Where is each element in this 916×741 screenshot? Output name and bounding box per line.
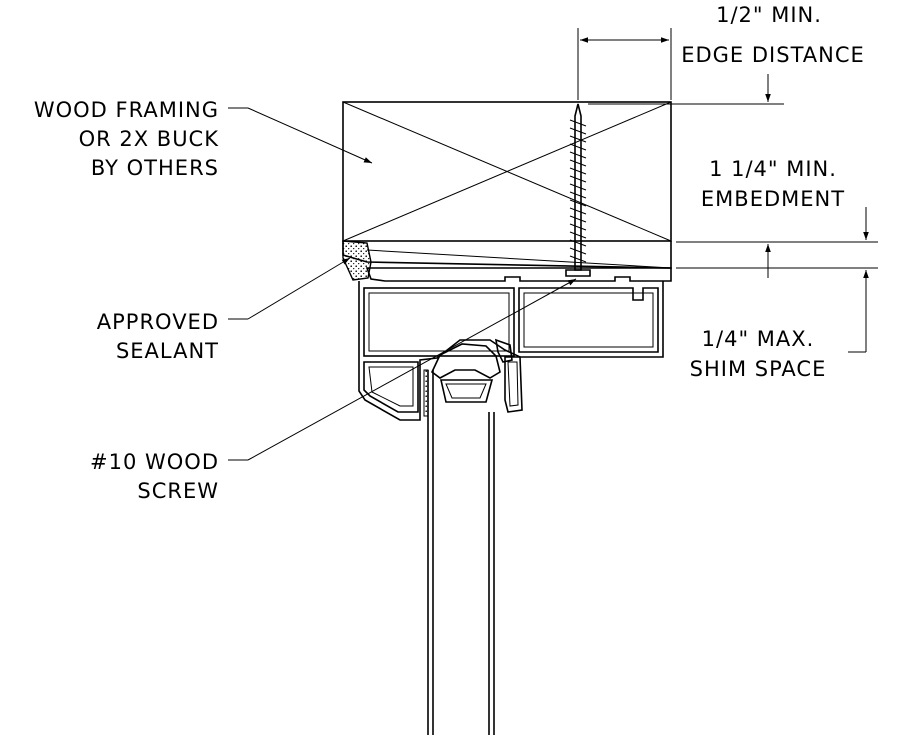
sealant-label-line-1: APPROVED [97, 310, 219, 334]
shim-space-label: 1/4" MAX. SHIM SPACE [690, 327, 827, 381]
edge-distance-label-line-2: EDGE DISTANCE [681, 43, 865, 67]
screw-label-line-1: #10 WOOD [90, 450, 219, 474]
sealant-label-line-2: SEALANT [116, 339, 219, 363]
shim-space-dimension [676, 267, 878, 353]
wood-framing-label-line-1: WOOD FRAMING [34, 98, 219, 122]
wood-framing-block [342, 101, 672, 269]
wood-framing-label-line-3: BY OTHERS [91, 156, 219, 180]
wood-screw [565, 103, 591, 277]
edge-distance-label: 1/2" MIN. EDGE DISTANCE [681, 3, 865, 67]
edge-distance-dimension [577, 28, 672, 100]
glazing-unit [423, 369, 495, 735]
sealant-leader-arrow [247, 257, 351, 320]
embedment-label: 1 1/4" MIN. EMBEDMENT [701, 157, 845, 211]
sealant-label: APPROVED SEALANT [97, 310, 219, 363]
screw-label: #10 WOOD SCREW [90, 450, 219, 503]
shim-space-label-line-2: SHIM SPACE [690, 357, 827, 381]
embedment-label-line-1: 1 1/4" MIN. [709, 157, 837, 181]
window-frame-extrusion [358, 267, 672, 421]
wood-framing-label-line-2: OR 2X BUCK [79, 127, 220, 151]
embedment-label-line-2: EMBEDMENT [701, 187, 845, 211]
wood-framing-label: WOOD FRAMING OR 2X BUCK BY OTHERS [34, 98, 220, 180]
embedment-dimension [588, 74, 878, 278]
edge-distance-label-line-1: 1/2" MIN. [716, 3, 822, 27]
sealant-bead [342, 240, 372, 281]
wood-framing-leader-arrow [247, 107, 373, 164]
screw-label-line-2: SCREW [137, 479, 219, 503]
screw-leader-arrow [247, 278, 577, 461]
shim-space-label-line-1: 1/4" MAX. [702, 327, 815, 351]
